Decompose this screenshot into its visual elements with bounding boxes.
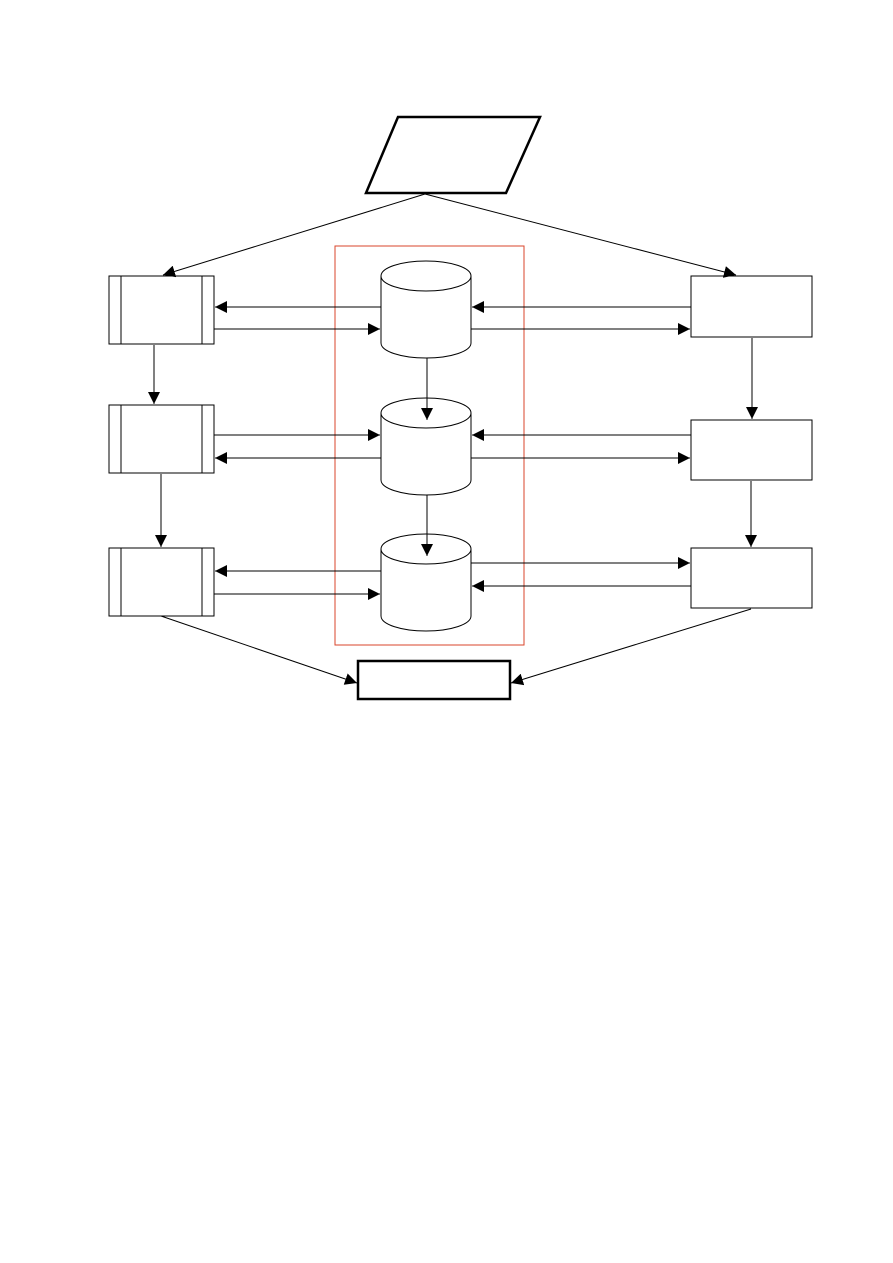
arrow-input-to-right-1 <box>424 193 737 278</box>
left-process-box-1 <box>108 275 215 345</box>
left-process-box-2 <box>108 404 215 474</box>
arrow-input-to-left-1 <box>162 193 426 278</box>
right-box-2 <box>690 419 813 481</box>
database-cylinder-1 <box>380 260 472 359</box>
arrow-right-3-to-output <box>510 608 752 686</box>
database-group-frame <box>334 245 525 646</box>
database-cylinder-2 <box>380 397 472 496</box>
input-parallelogram <box>364 115 542 195</box>
left-process-box-3 <box>108 547 215 617</box>
right-box-1 <box>690 275 813 338</box>
arrow-left-3-to-output <box>160 615 358 685</box>
database-cylinder-3 <box>380 533 472 632</box>
output-box <box>356 659 512 701</box>
right-box-3 <box>690 547 813 609</box>
